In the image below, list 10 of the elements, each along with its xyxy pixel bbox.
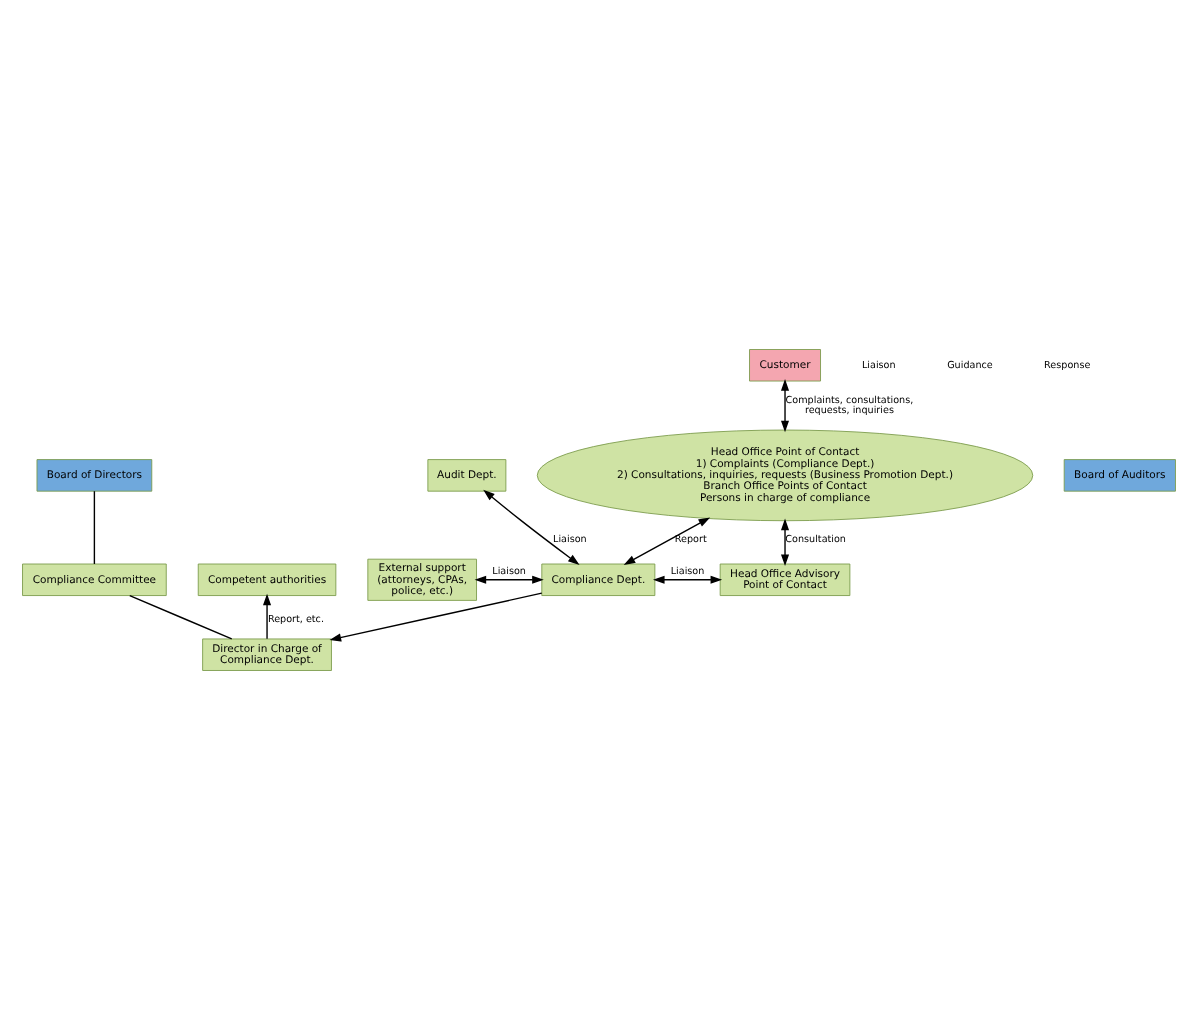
arrow <box>780 518 790 567</box>
arrow <box>474 575 544 584</box>
arrow <box>263 593 272 640</box>
arrow <box>483 489 580 566</box>
arrow <box>623 517 711 565</box>
arrow <box>780 379 790 433</box>
connector <box>93 490 96 565</box>
arrow <box>653 575 723 584</box>
arrow <box>329 592 543 642</box>
connector <box>129 594 233 640</box>
